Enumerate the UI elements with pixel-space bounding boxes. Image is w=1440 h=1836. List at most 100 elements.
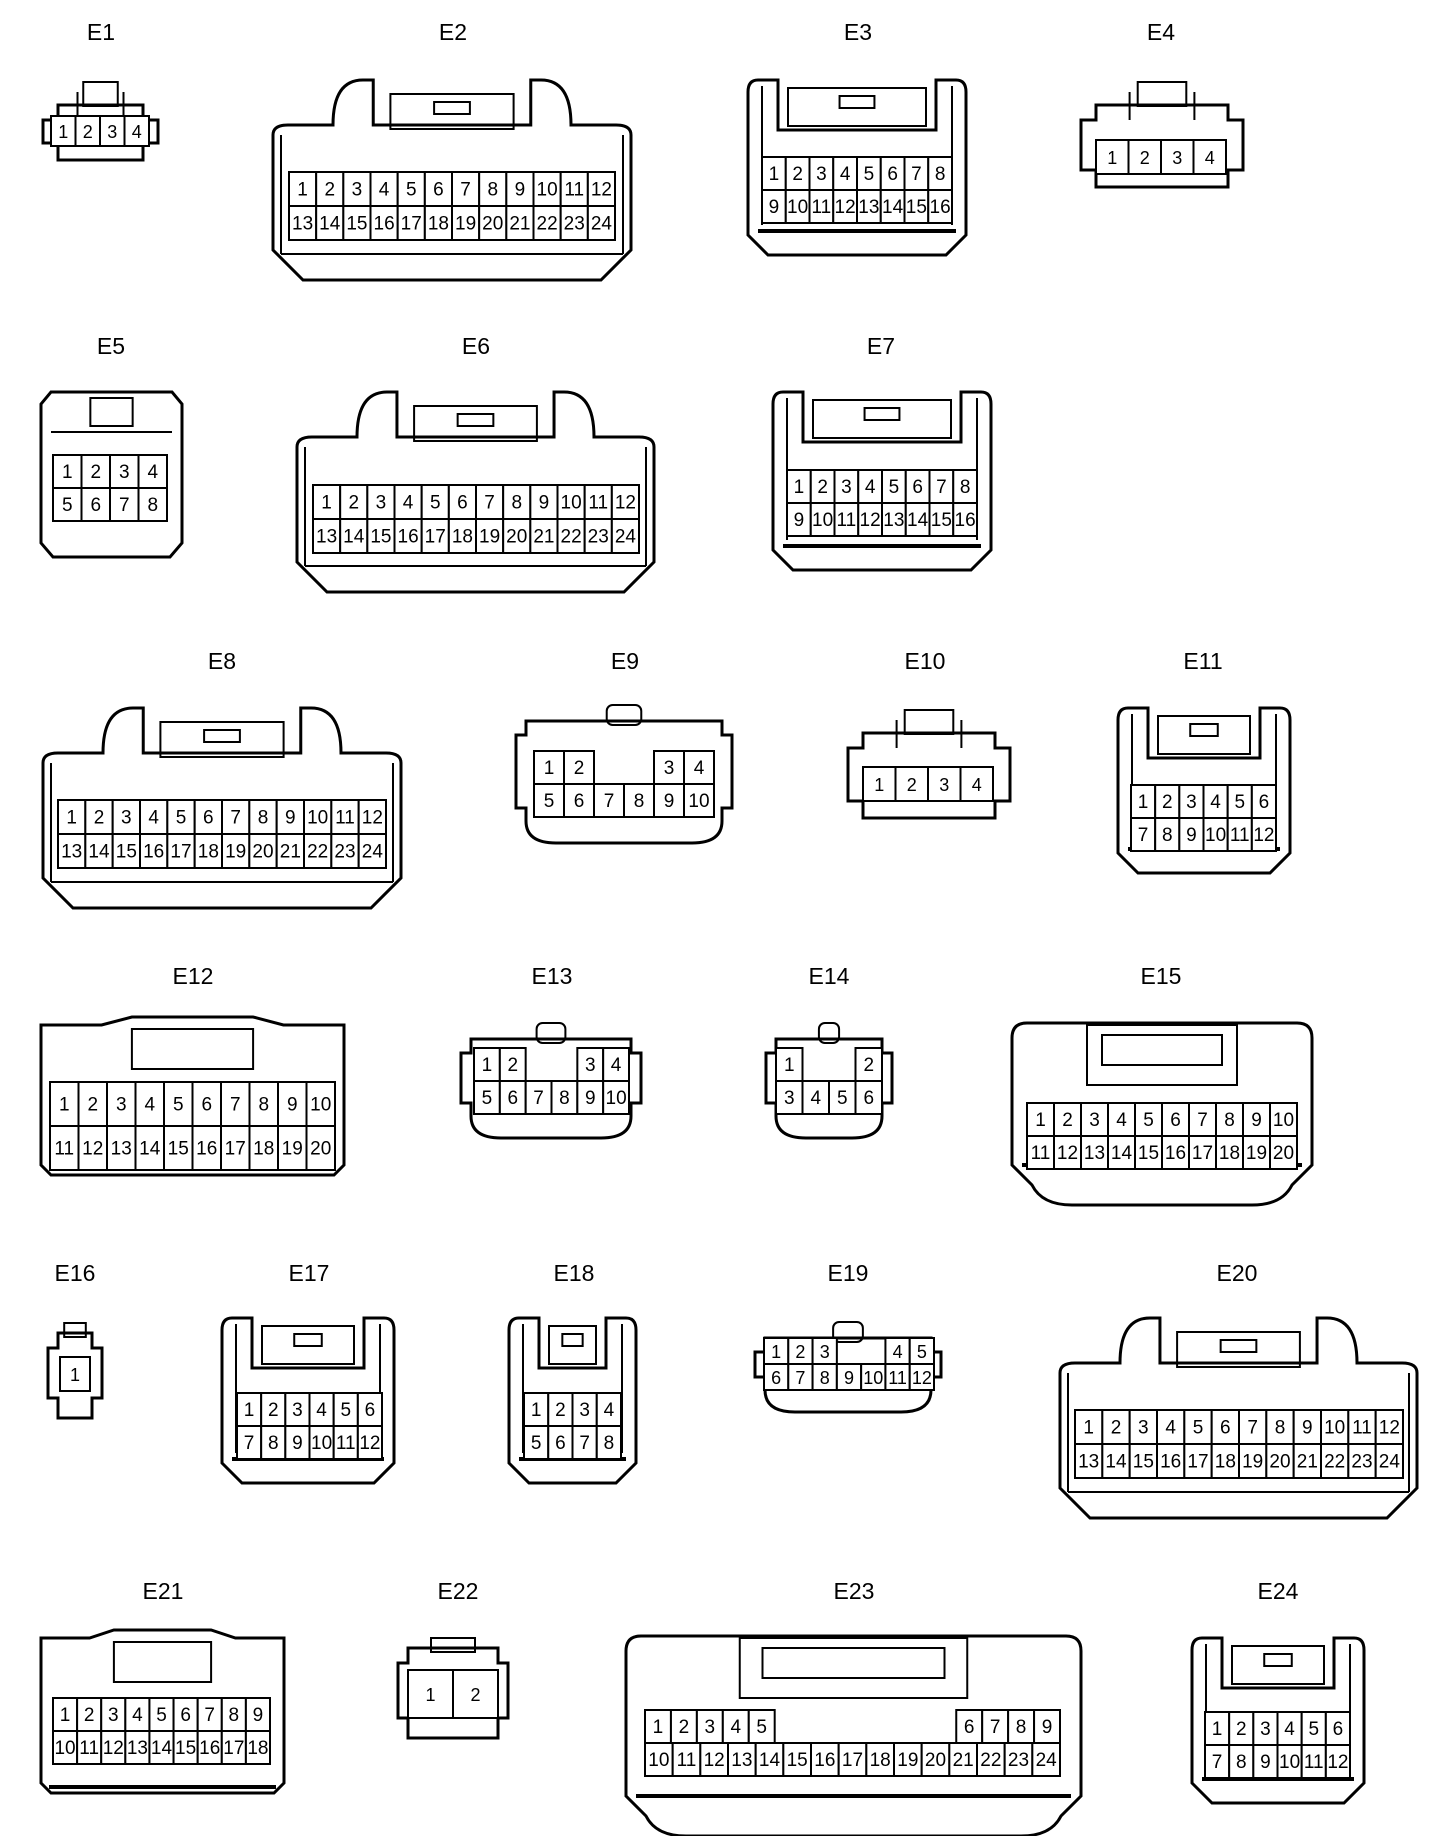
pin-number: 11 [1031,1143,1051,1164]
pin-number: 10 [1279,1752,1300,1773]
pin-number: 24 [1379,1452,1401,1473]
pin-number: 15 [346,214,367,235]
pin-number: 11 [564,180,584,201]
pin-cell [610,484,640,520]
pin-number: 2 [84,1705,95,1726]
pin-cell [927,766,962,802]
pin-cell [556,518,586,554]
pin-cell [305,1081,336,1127]
pin-cell [1250,817,1278,852]
pin-number: 10 [812,510,833,531]
pin-number: 8 [1224,1110,1235,1131]
connector-label: E20 [1217,1260,1258,1286]
pin-cell [220,1730,247,1765]
pin-number: 12 [912,1368,932,1388]
pin-number: 3 [1260,1719,1271,1740]
pin-number: 1 [1212,1719,1223,1740]
pin-number: 12 [1379,1418,1400,1439]
pin-cell [532,205,562,241]
pin-number: 21 [953,1750,974,1771]
connector-label: E2 [439,19,467,45]
pin-number: 14 [759,1750,781,1771]
pin-number: 6 [863,1088,874,1109]
connector-label: E6 [462,333,490,359]
pin-number: 9 [794,510,805,531]
pin-number: 9 [539,493,550,514]
pin-cell [260,1425,287,1460]
pin-cell [835,1363,863,1391]
pin-cell [1202,784,1229,819]
pin-cell [948,1742,978,1777]
pin-number: 13 [127,1738,148,1759]
connector-label: E4 [1147,19,1175,45]
pin-number: 7 [911,164,922,185]
pin-cell [339,518,369,554]
pin-number: 18 [247,1738,268,1759]
pin-cell [100,1730,127,1765]
pin-number: 1 [70,1365,80,1385]
pin-number: 9 [285,808,296,829]
pin-cell [80,487,111,522]
pin-number: 5 [406,180,417,201]
pin-number: 11 [54,1139,74,1160]
pin-number: 15 [1138,1143,1159,1164]
pin-number: 18 [870,1750,891,1771]
pin-cell [244,1730,271,1765]
pin-cell [260,1392,287,1427]
pin-cell [837,1742,868,1777]
pin-number: 4 [730,1717,741,1738]
pin-cell [76,1730,103,1765]
pin-number: 3 [292,1400,303,1421]
pin-number: 4 [865,477,876,498]
pin-number: 17 [401,214,422,235]
pin-number: 6 [887,164,898,185]
pin-number: 10 [54,1738,75,1759]
pin-cell [595,1425,622,1460]
pin-number: 6 [201,1095,212,1116]
pin-number: 5 [837,1088,848,1109]
pin-number: 8 [559,1088,570,1109]
pin-number: 4 [316,1400,327,1421]
pin-cell [137,454,168,489]
pin-number: 14 [319,214,341,235]
connector-label: E12 [173,963,214,989]
pin-cell [529,484,559,520]
pin-number: 2 [1062,1110,1073,1131]
pin-number: 3 [841,477,852,498]
pin-number: 19 [1246,1143,1267,1164]
pin-number: 19 [1242,1452,1263,1473]
pin-number: 16 [374,214,395,235]
pin-number: 22 [537,214,558,235]
pin-number: 8 [1162,825,1173,846]
pin-number: 8 [1275,1418,1286,1439]
pin-number: 5 [889,477,900,498]
pin-number: 13 [111,1139,132,1160]
pin-number: 9 [292,1433,303,1454]
pin-cell [1265,1409,1295,1445]
pin-cell [1292,1443,1322,1479]
connector-label: E1 [87,19,115,45]
pin-number: 19 [479,527,500,548]
pin-number: 12 [835,197,856,218]
pin-number: 4 [893,1342,903,1362]
pin-number: 3 [107,122,117,142]
pin-cell [305,1125,336,1171]
pin-number: 22 [307,842,328,863]
pin-cell [1210,1443,1240,1479]
connector-label: E11 [1183,648,1222,674]
pin-cell [550,1080,579,1115]
pin-number: 1 [544,758,555,779]
pin-cell [860,1363,887,1391]
pin-number: 4 [1165,1418,1176,1439]
pin-cell [1160,139,1195,175]
pin-number: 2 [83,122,93,142]
pin-cell [220,1125,251,1171]
